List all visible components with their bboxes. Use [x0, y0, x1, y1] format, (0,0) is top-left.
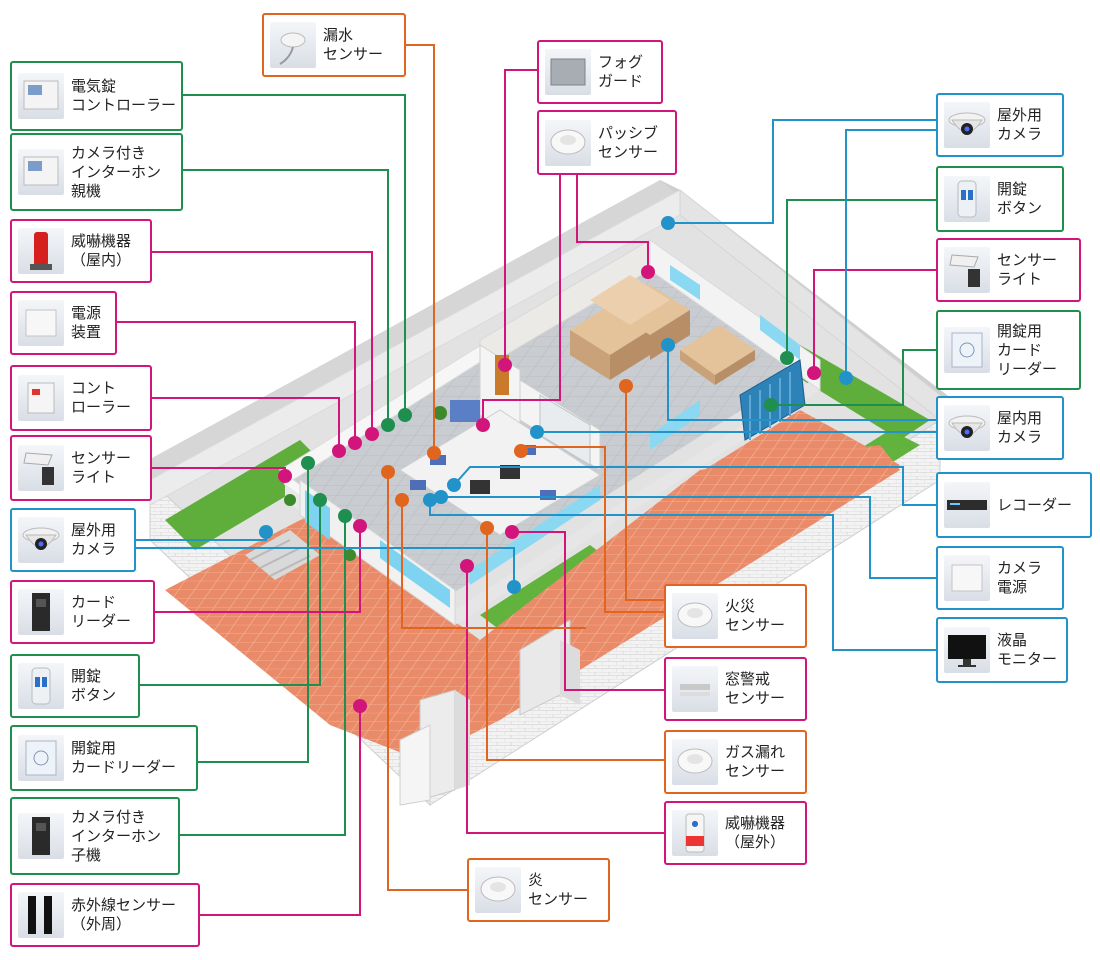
infrared-beam-sensor-icon [18, 892, 64, 938]
callout-label: 威嚇機器 （屋外） [725, 814, 786, 851]
callout-label: 屋外用 カメラ [71, 521, 117, 558]
dome-camera-icon [18, 517, 64, 563]
callout-threat-out: ● 威嚇機器 （屋外） [664, 801, 807, 865]
callout-recorder: レコーダー [936, 472, 1092, 538]
office-desks [284, 400, 601, 561]
callout-fog: フォグ ガード [537, 40, 663, 104]
tile-walkway [165, 410, 900, 760]
callout-label: 開錠 ボタン [997, 180, 1043, 217]
callout-intercom-master: カメラ付き インターホン 親機 [10, 133, 183, 211]
card-reader-panel-icon [944, 327, 990, 373]
callout-ir: 赤外線センサー （外周） [10, 883, 200, 947]
device-markers [259, 216, 853, 713]
passive-sensor-icon [545, 119, 591, 166]
intercom-door-station-icon [18, 813, 64, 859]
callout-label: フォグ ガード [598, 53, 644, 90]
callout-passive: パッシブ センサー [537, 110, 677, 175]
siren-light-icon [18, 228, 64, 274]
callout-gas: ガス漏れ センサー [664, 730, 807, 794]
callout-card-l: カード リーダー [10, 580, 155, 644]
fog-guard-icon [545, 49, 591, 95]
callout-label: 液晶 モニター [997, 631, 1058, 668]
water-leak-sensor-icon [270, 22, 316, 68]
callout-label: カメラ付き インターホン 親機 [71, 143, 162, 200]
callout-ekey: 電気錠 コントローラー [10, 61, 183, 131]
callout-label: カメラ 電源 [997, 559, 1043, 596]
callout-controller: コント ローラー [10, 365, 152, 431]
callout-label: 電気錠 コントローラー [71, 77, 177, 114]
flame-sensor-icon [475, 867, 521, 913]
card-reader-panel-icon [18, 735, 64, 781]
callout-power: 電源 装置 [10, 291, 117, 355]
callout-light-l: センサー ライト [10, 435, 152, 501]
camera-power-icon [944, 555, 990, 601]
window-sensor-icon [672, 666, 718, 712]
callout-label: 火災 センサー [725, 597, 786, 634]
alarm-controller-icon [18, 375, 64, 421]
unlock-button-icon [944, 176, 990, 222]
dome-camera-icon [944, 102, 990, 148]
callout-label: 開錠用 カードリーダー [71, 739, 177, 776]
callout-cardreader-unlock-l: 開錠用 カードリーダー [10, 725, 198, 791]
intercom-master-icon [18, 149, 64, 195]
callout-label: 炎 センサー [528, 871, 589, 908]
callout-label: 屋外用 カメラ [997, 106, 1043, 143]
callout-label: レコーダー [997, 495, 1073, 514]
svg-text:●: ● [692, 819, 699, 828]
electric-lock-controller-icon [18, 73, 64, 119]
callout-label: パッシブ センサー [598, 123, 659, 161]
callout-label: カメラ付き インターホン 子機 [71, 807, 162, 864]
callout-label: センサー ライト [997, 251, 1058, 288]
callout-flame: 炎 センサー [467, 858, 610, 922]
callout-unlock-l: 開錠 ボタン [10, 654, 140, 718]
callout-label: カード リーダー [71, 593, 132, 630]
gas-detector-icon [672, 739, 718, 785]
callout-cam-out-l: 屋外用 カメラ [10, 508, 136, 572]
callout-label: ガス漏れ センサー [725, 743, 786, 780]
callout-cardreader-unlock-r: 開錠用 カード リーダー [936, 310, 1081, 390]
recorder-icon [944, 482, 990, 528]
entrance-gate [399, 619, 580, 806]
callout-label: 窓警戒 センサー [725, 670, 786, 707]
callout-label: 電源 装置 [71, 304, 102, 341]
unlock-button-icon [18, 663, 64, 709]
callout-intercom-sub: カメラ付き インターホン 子機 [10, 797, 180, 875]
lcd-monitor-icon [944, 627, 990, 673]
callout-light-r: センサー ライト [936, 238, 1081, 302]
outdoor-siren-icon: ● [672, 810, 718, 856]
callout-cam-in: 屋内用 カメラ [936, 396, 1064, 460]
callout-label: コント ローラー [71, 379, 132, 416]
callout-label: 漏水 センサー [323, 26, 384, 63]
sensor-light-icon [944, 247, 990, 293]
smoke-detector-icon [672, 593, 718, 639]
callout-label: 開錠 ボタン [71, 667, 117, 704]
callout-label: センサー ライト [71, 449, 132, 486]
power-supply-icon [18, 300, 64, 346]
callout-fire: 火災 センサー [664, 584, 807, 648]
callout-label: 開錠用 カード リーダー [997, 321, 1058, 378]
sensor-light-icon [18, 445, 64, 491]
callout-cam-out-r: 屋外用 カメラ [936, 93, 1064, 157]
callout-label: 屋内用 カメラ [997, 409, 1043, 446]
callout-lcd: 液晶 モニター [936, 617, 1068, 683]
callout-label: 威嚇機器 （屋内） [71, 232, 132, 269]
callout-window: 窓警戒 センサー [664, 657, 807, 721]
callout-threat-in: 威嚇機器 （屋内） [10, 219, 152, 283]
indoor-dome-camera-icon [944, 405, 990, 451]
callout-unlock-r: 開錠 ボタン [936, 166, 1064, 232]
cardboard-boxes [570, 275, 755, 385]
card-reader-icon [18, 589, 64, 635]
callout-cam-power: カメラ 電源 [936, 546, 1064, 610]
callout-label: 赤外線センサー （外周） [71, 896, 177, 933]
callout-leak: 漏水 センサー [262, 13, 406, 77]
